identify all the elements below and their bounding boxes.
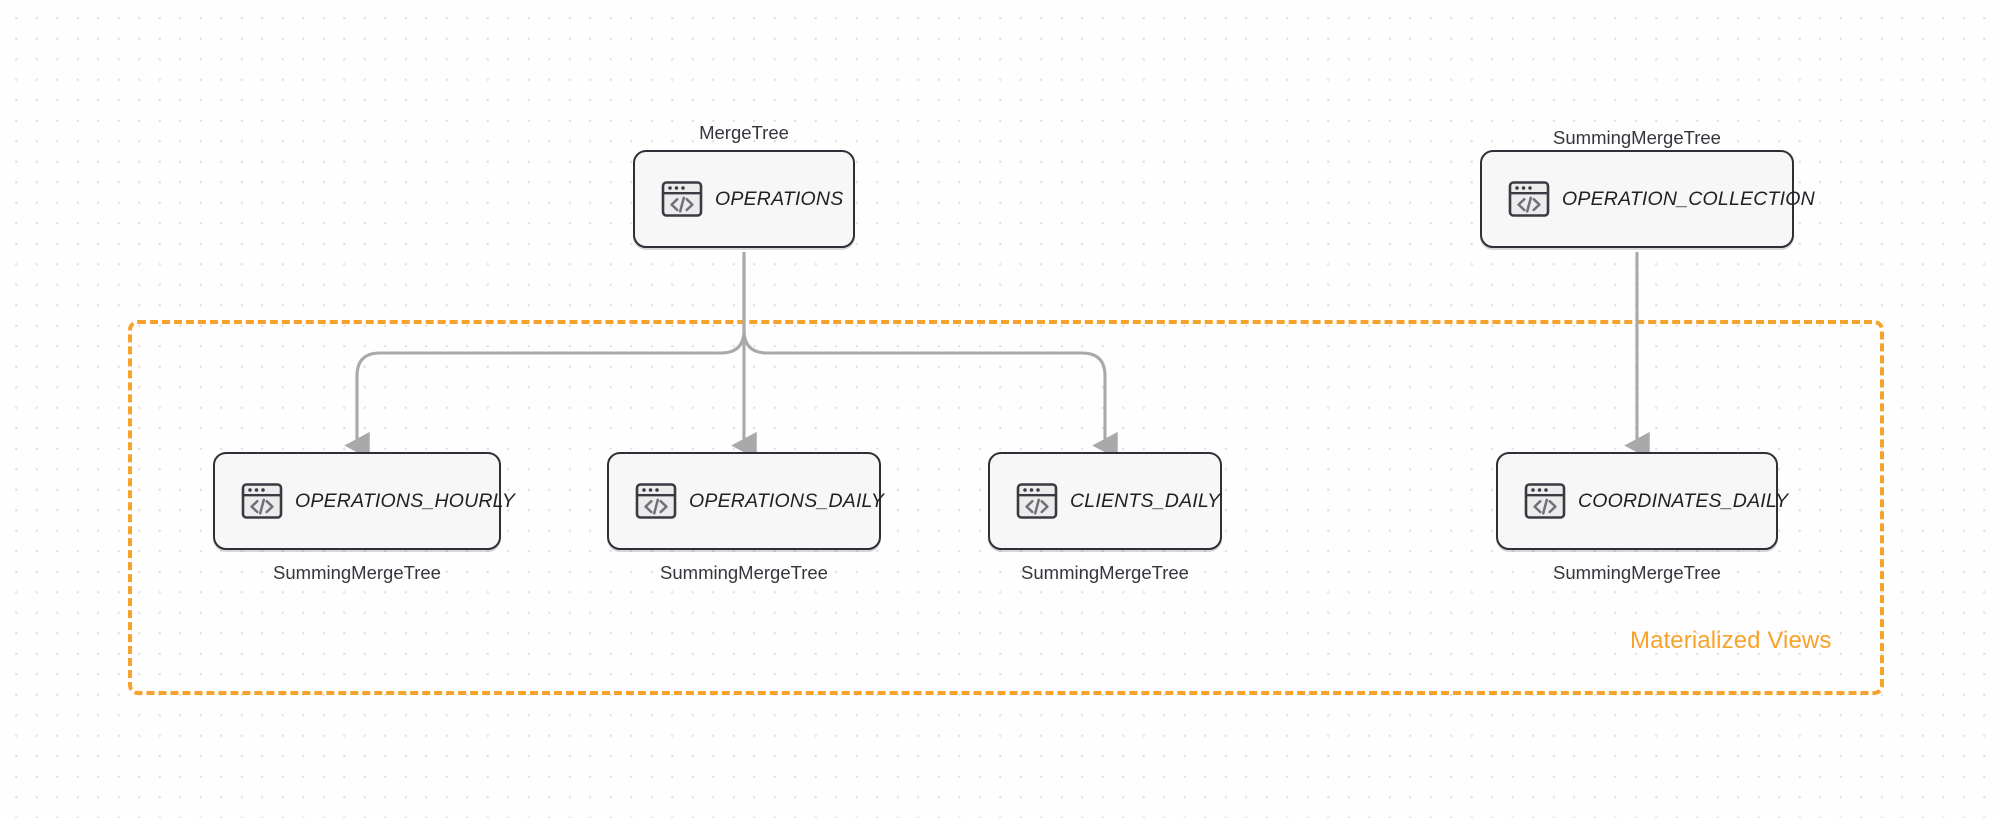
table-node-label: COORDINATES_DAILY <box>1578 489 1789 512</box>
table-node-label: OPERATIONS <box>715 187 844 210</box>
table-node-label: OPERATIONS_DAILY <box>689 489 885 512</box>
engine-caption-operation-collection: SummingMergeTree <box>1553 127 1721 148</box>
table-node-operations-hourly[interactable]: OPERATIONS_HOURLY <box>213 452 515 550</box>
table-node-coordinates-daily[interactable]: COORDINATES_DAILY <box>1496 452 1788 550</box>
table-node-operations[interactable]: OPERATIONS <box>633 150 855 248</box>
table-node-label: OPERATIONS_HOURLY <box>295 489 516 512</box>
table-node-clients-daily[interactable]: CLIENTS_DAILY <box>988 452 1222 550</box>
table-node-operations-daily[interactable]: OPERATIONS_DAILY <box>607 452 884 550</box>
table-node-label: CLIENTS_DAILY <box>1070 489 1221 512</box>
engine-caption-operations-hourly: SummingMergeTree <box>273 562 441 583</box>
code-window-icon <box>1524 483 1566 519</box>
table-node-label: OPERATION_COLLECTION <box>1562 187 1815 210</box>
materialized-views-group-label: Materialized Views <box>1630 627 1832 654</box>
code-window-icon <box>241 483 283 519</box>
code-window-icon <box>1016 483 1058 519</box>
engine-caption-clients-daily: SummingMergeTree <box>1021 562 1189 583</box>
table-node-operation-collection[interactable]: OPERATION_COLLECTION <box>1480 150 1815 248</box>
code-window-icon <box>661 181 703 217</box>
engine-caption-operations: MergeTree <box>699 122 789 143</box>
engine-caption-operations-daily: SummingMergeTree <box>660 562 828 583</box>
engine-caption-coordinates-daily: SummingMergeTree <box>1553 562 1721 583</box>
code-window-icon <box>1508 181 1550 217</box>
code-window-icon <box>635 483 677 519</box>
